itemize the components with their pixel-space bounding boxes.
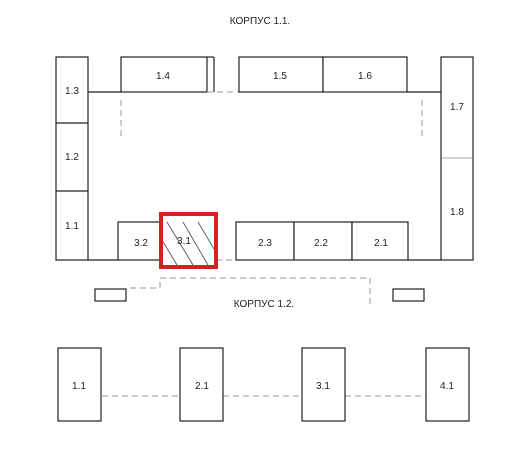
unit-label-3-1: 3.1 — [177, 236, 191, 247]
unit-3-2-outline — [117, 221, 161, 261]
unit-1-2-4-1-outline — [425, 347, 470, 422]
hatch-pattern — [161, 221, 215, 266]
connector-left-block — [94, 288, 127, 302]
unit-label-b2-4-1: 4.1 — [440, 381, 454, 392]
unit-1-2-1-1-outline — [57, 347, 102, 422]
unit-label-b2-2-1: 2.1 — [195, 381, 209, 392]
unit-1-5-outline — [238, 56, 324, 93]
unit-label-2-1: 2.1 — [374, 238, 388, 249]
unit-label-1-3: 1.3 — [65, 86, 79, 97]
left-wing — [55, 56, 89, 261]
building-1-1: 1.3 1.4 1.5 1.6 1.7 1.2 1.1 1.8 3.2 3.1 … — [55, 56, 474, 269]
connector-right-block — [392, 288, 425, 302]
unit-2-1-outline — [351, 221, 409, 261]
unit-3-1-selected[interactable] — [159, 212, 218, 269]
unit-label-1-8: 1.8 — [450, 207, 464, 218]
building-1-1-title: КОРПУС 1.1. — [230, 16, 290, 27]
unit-label-2-3: 2.3 — [258, 238, 272, 249]
unit-2-2-outline — [293, 221, 353, 261]
right-wing — [440, 56, 474, 261]
unit-label-1-7: 1.7 — [450, 102, 464, 113]
building-1-2-title: КОРПУС 1.2. — [234, 299, 294, 310]
unit-label-b2-3-1: 3.1 — [316, 381, 330, 392]
unit-1-4-outline — [120, 56, 208, 93]
unit-label-b2-1-1: 1.1 — [72, 381, 86, 392]
unit-label-1-5: 1.5 — [273, 71, 287, 82]
unit-label-1-6: 1.6 — [358, 71, 372, 82]
building-connector — [94, 277, 425, 305]
unit-label-1-4: 1.4 — [156, 71, 170, 82]
unit-label-1-2: 1.2 — [65, 152, 79, 163]
unit-label-3-2: 3.2 — [134, 238, 148, 249]
building-1-2: 1.1 2.1 3.1 4.1 — [57, 347, 470, 422]
unit-label-1-1: 1.1 — [65, 221, 79, 232]
selection-highlight-frame — [159, 212, 218, 269]
unit-2-3-outline — [235, 221, 295, 261]
unit-1-2-2-1-outline — [179, 347, 224, 422]
unit-1-6-outline — [322, 56, 408, 93]
unit-1-2-3-1-outline — [301, 347, 346, 422]
unit-label-2-2: 2.2 — [314, 238, 328, 249]
